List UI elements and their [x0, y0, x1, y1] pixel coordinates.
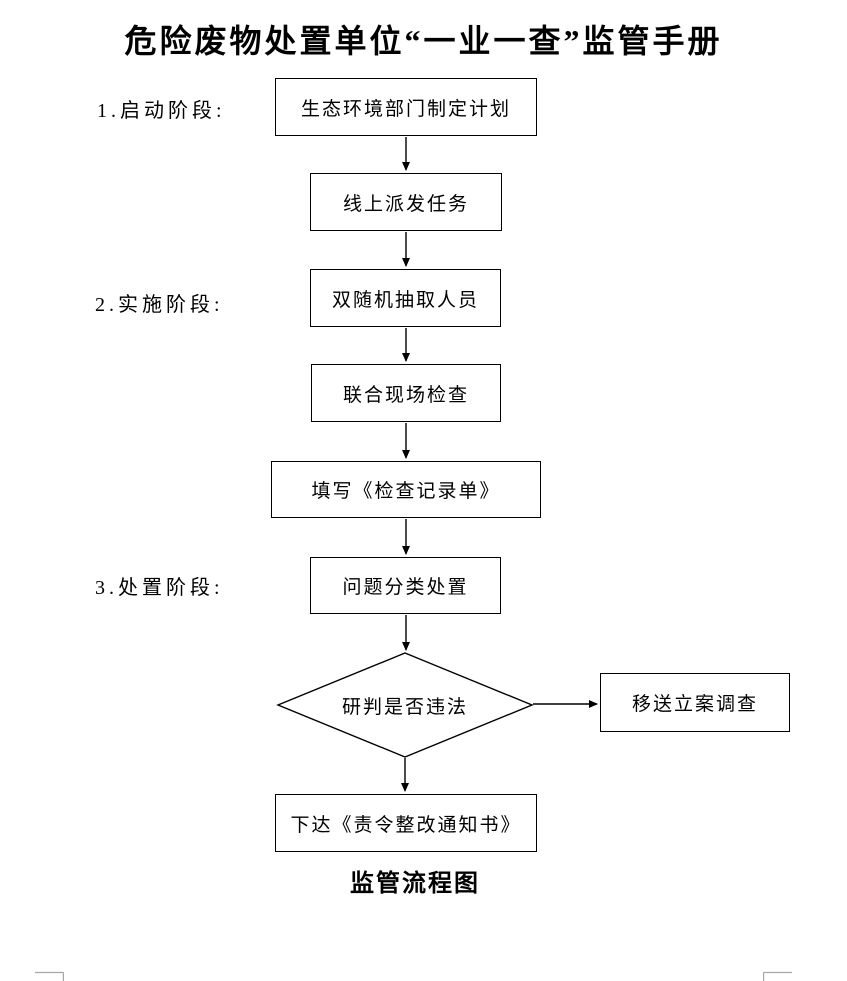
- flow-step-random: 双随机抽取人员: [310, 269, 501, 327]
- phase-label-2: 2.实施阶段:: [95, 294, 224, 316]
- phase-label-3: 3.处置阶段:: [95, 577, 224, 599]
- flow-step-inspect: 联合现场检查: [311, 364, 501, 422]
- flow-step-plan: 生态环境部门制定计划: [275, 78, 537, 136]
- decision-label: 研判是否违法: [341, 697, 468, 718]
- margin-mark-left: [35, 971, 64, 981]
- margin-mark-right: [763, 971, 792, 981]
- flow-step-notice: 下达《责令整改通知书》: [275, 794, 537, 852]
- flow-step-record: 填写《检查记录单》: [271, 461, 541, 518]
- phase-label-1: 1.启动阶段:: [97, 100, 226, 122]
- page-title: 危险废物处置单位“一业一查”监管手册: [124, 23, 723, 59]
- flowchart-caption: 监管流程图: [350, 870, 480, 897]
- flow-step-classify: 问题分类处置: [310, 557, 501, 614]
- flow-step-dispatch: 线上派发任务: [310, 173, 502, 231]
- flow-branch-case: 移送立案调查: [600, 673, 790, 732]
